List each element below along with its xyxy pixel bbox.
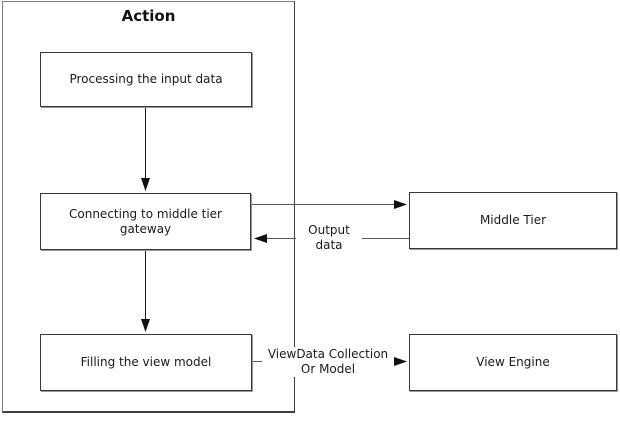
edge-label-line: ViewData Collection [267, 347, 389, 361]
edge-label-line: Output [308, 223, 350, 237]
node-filling-view-model: Filling the view model [40, 334, 252, 391]
node-label: Processing the input data [69, 72, 223, 86]
edge-label-viewdata-collection: ViewData Collection Or Model [262, 347, 394, 377]
edge-label-line: data [315, 238, 343, 252]
node-label: View Engine [476, 355, 550, 369]
node-label: Connecting to middle tier gateway [69, 206, 222, 236]
node-middle-tier: Middle Tier [409, 192, 617, 249]
node-label: Middle Tier [479, 213, 547, 227]
node-label: Filling the view model [80, 355, 212, 369]
edge-label-output-data: Output data [296, 223, 362, 253]
node-processing-input-data: Processing the input data [40, 52, 252, 107]
edge-label-line: Or Model [300, 362, 356, 376]
action-container-title: Action [121, 7, 176, 25]
node-view-engine: View Engine [409, 334, 617, 391]
node-connecting-middle-tier-gateway: Connecting to middle tier gateway [40, 193, 251, 250]
